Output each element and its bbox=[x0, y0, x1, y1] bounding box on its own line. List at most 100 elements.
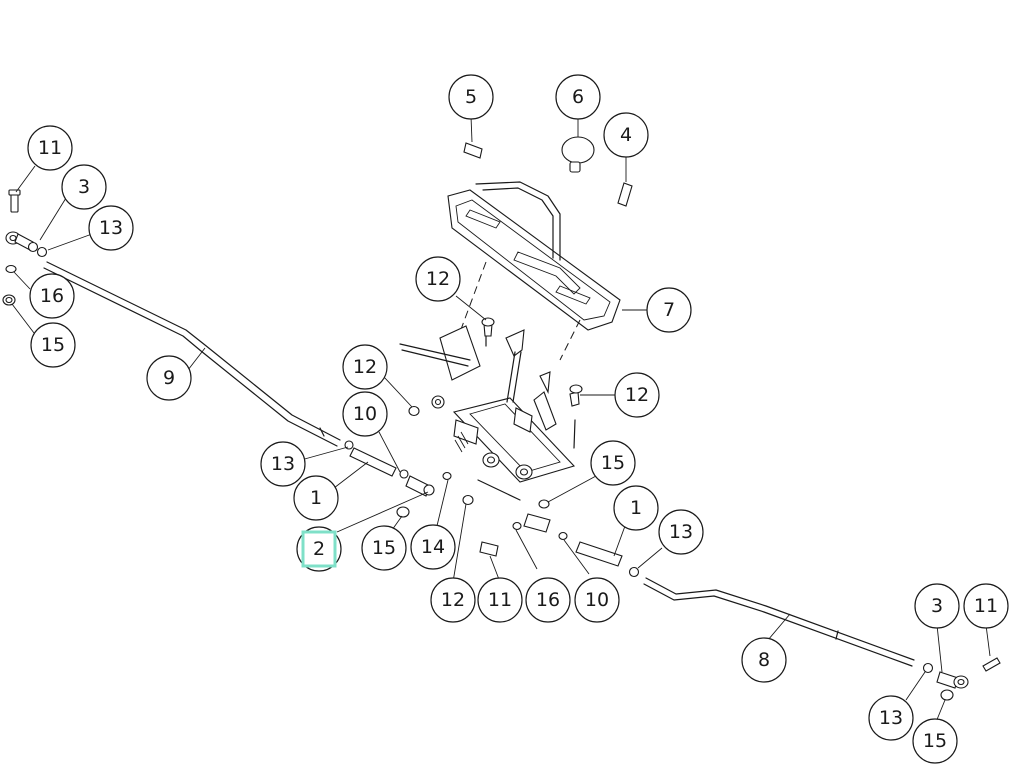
assembly-hardware bbox=[408, 317, 583, 557]
callout-label: 11 bbox=[488, 589, 512, 611]
callout-circle bbox=[614, 372, 660, 418]
callout-circle bbox=[477, 577, 523, 623]
highlight-box bbox=[301, 530, 337, 568]
callout-label: 8 bbox=[758, 649, 770, 671]
right-rod-end-hardware bbox=[575, 541, 1001, 701]
callout-3: 3 bbox=[914, 583, 960, 629]
callout-circle bbox=[146, 355, 192, 401]
callout-circle bbox=[260, 441, 306, 487]
callout-label: 3 bbox=[931, 595, 943, 617]
callout-circle bbox=[88, 205, 134, 251]
callout-11: 11 bbox=[27, 125, 73, 171]
callout-label: 7 bbox=[663, 299, 675, 321]
callout-label: 12 bbox=[426, 268, 450, 290]
callout-label: 13 bbox=[99, 217, 123, 239]
callout-circle bbox=[293, 475, 339, 521]
callout-circle bbox=[574, 577, 620, 623]
callout-12: 12 bbox=[415, 256, 461, 302]
callout-label: 16 bbox=[40, 285, 64, 307]
callout-circle bbox=[912, 718, 958, 764]
callout-label: 13 bbox=[271, 453, 295, 475]
callout-15: 15 bbox=[30, 322, 76, 368]
callout-1: 1 bbox=[293, 475, 339, 521]
callout-circle bbox=[27, 125, 73, 171]
callout-circle bbox=[430, 577, 476, 623]
callout-circle bbox=[29, 273, 75, 319]
callout-circle bbox=[61, 164, 107, 210]
callout-13: 13 bbox=[88, 205, 134, 251]
callout-label: 12 bbox=[625, 384, 649, 406]
callout-label: 15 bbox=[601, 452, 625, 474]
left-shift-rod bbox=[43, 261, 341, 447]
callout-15: 15 bbox=[361, 525, 407, 571]
callout-circle bbox=[868, 695, 914, 741]
callout-circle bbox=[914, 583, 960, 629]
left-rod-end-hardware bbox=[2, 189, 48, 306]
callout-circle bbox=[555, 74, 601, 120]
callout-circle bbox=[342, 391, 388, 437]
callout-circle bbox=[741, 637, 787, 683]
callout-1: 1 bbox=[613, 485, 659, 531]
callout-16: 16 bbox=[525, 577, 571, 623]
callout-2: 2 bbox=[296, 526, 342, 572]
callout-label: 1 bbox=[310, 487, 322, 509]
callout-11: 11 bbox=[963, 583, 1009, 629]
callout-circle bbox=[342, 344, 388, 390]
callout-circle bbox=[361, 525, 407, 571]
callout-label: 11 bbox=[38, 137, 62, 159]
callout-label: 9 bbox=[163, 367, 175, 389]
callout-circle bbox=[30, 322, 76, 368]
shift-plate bbox=[447, 181, 621, 361]
callout-label: 14 bbox=[421, 536, 445, 558]
callout-6: 6 bbox=[555, 74, 601, 120]
callout-3: 3 bbox=[61, 164, 107, 210]
callout-12: 12 bbox=[614, 372, 660, 418]
callout-label: 5 bbox=[465, 86, 477, 108]
right-shift-rod bbox=[643, 577, 915, 667]
callout-label: 3 bbox=[78, 176, 90, 198]
callout-label: 15 bbox=[923, 730, 947, 752]
callout-15: 15 bbox=[912, 718, 958, 764]
callout-label: 6 bbox=[572, 86, 584, 108]
callout-9: 9 bbox=[146, 355, 192, 401]
callout-label: 13 bbox=[669, 521, 693, 543]
callout-5: 5 bbox=[448, 74, 494, 120]
left-linkage-parts bbox=[344, 440, 452, 518]
callout-label: 2 bbox=[313, 538, 325, 560]
callout-15: 15 bbox=[590, 440, 636, 486]
callout-10: 10 bbox=[342, 391, 388, 437]
knob-parts bbox=[463, 136, 633, 207]
callout-label: 10 bbox=[353, 403, 377, 425]
callout-label: 10 bbox=[585, 589, 609, 611]
callout-16: 16 bbox=[29, 273, 75, 319]
callout-10: 10 bbox=[574, 577, 620, 623]
callout-label: 12 bbox=[353, 356, 377, 378]
callout-label: 11 bbox=[974, 595, 998, 617]
callout-circle bbox=[646, 287, 692, 333]
callout-label: 12 bbox=[441, 589, 465, 611]
callout-circle bbox=[658, 509, 704, 555]
shifter-assembly bbox=[399, 325, 576, 501]
callout-13: 13 bbox=[260, 441, 306, 487]
callout-label: 15 bbox=[372, 537, 396, 559]
callout-12: 12 bbox=[342, 344, 388, 390]
callout-label: 4 bbox=[620, 124, 632, 146]
callout-label: 1 bbox=[630, 497, 642, 519]
callout-circle bbox=[525, 577, 571, 623]
callout-circle bbox=[448, 74, 494, 120]
callout-circle bbox=[963, 583, 1009, 629]
callout-14: 14 bbox=[410, 524, 456, 570]
callout-circle bbox=[415, 256, 461, 302]
callout-label: 13 bbox=[879, 707, 903, 729]
callout-13: 13 bbox=[868, 695, 914, 741]
callout-12: 12 bbox=[430, 577, 476, 623]
callout-13: 13 bbox=[658, 509, 704, 555]
callout-circle bbox=[613, 485, 659, 531]
callout-7: 7 bbox=[646, 287, 692, 333]
callout-circle bbox=[296, 526, 342, 572]
callout-label: 16 bbox=[536, 589, 560, 611]
callout-circle bbox=[603, 112, 649, 158]
callout-circle bbox=[590, 440, 636, 486]
